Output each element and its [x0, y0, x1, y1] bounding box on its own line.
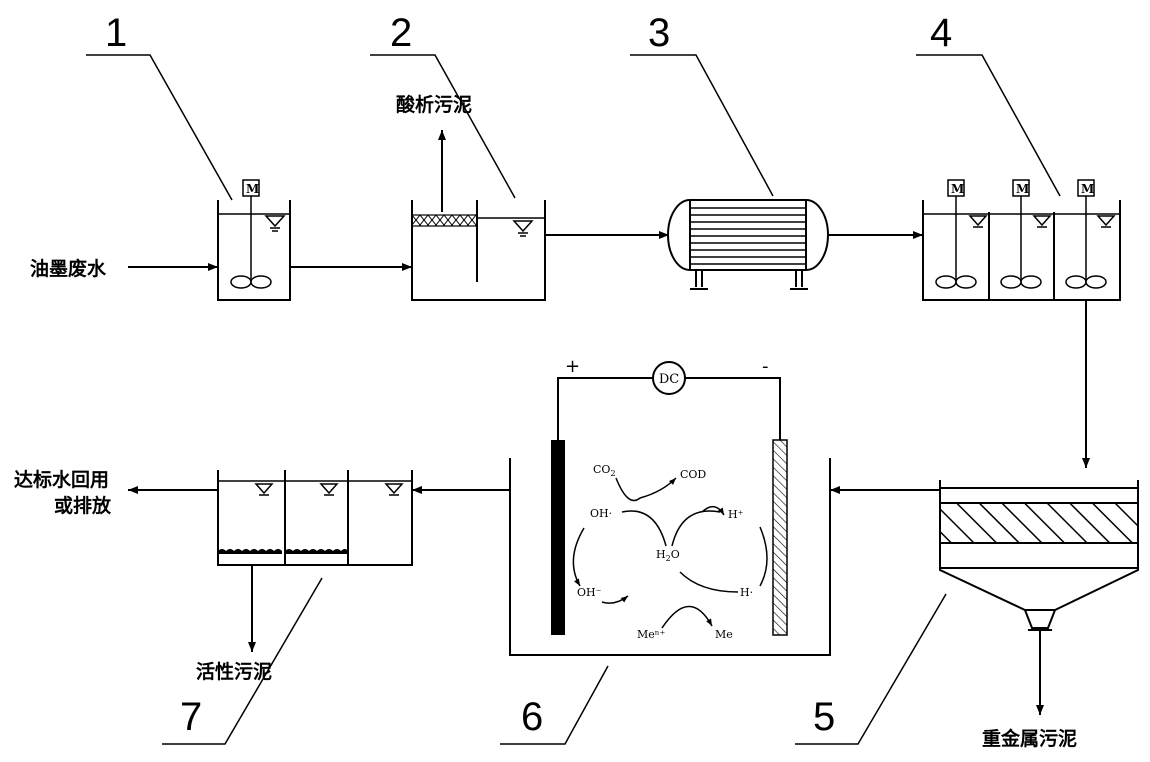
label-effluent-line1: 达标水回用	[14, 468, 109, 491]
curve-h2o-h	[679, 571, 739, 593]
unit-3-membrane-module	[667, 199, 829, 290]
curve-cathode-loop	[759, 526, 768, 587]
sludge-layer	[218, 549, 282, 554]
sludge-layer	[411, 214, 478, 227]
number-3: 3	[648, 11, 670, 55]
chem-oh-radical: OH·	[590, 507, 612, 520]
motor-3: M	[1065, 179, 1116, 289]
membrane-tubes	[690, 207, 806, 265]
label-acid-sludge: 酸析污泥	[396, 93, 472, 116]
chem-h-radical: H·	[740, 586, 753, 599]
flow-lines	[128, 130, 1090, 715]
svg-text:M: M	[1016, 182, 1029, 196]
unit-4-coagulation-tanks: M M M	[922, 179, 1121, 301]
label-activated-sludge: 活性污泥	[196, 660, 272, 683]
chem-co2: CO2	[593, 463, 616, 478]
label-effluent-line2: 或排放	[54, 494, 112, 517]
anode	[551, 440, 565, 635]
positive-terminal: +	[565, 356, 580, 377]
curve-oh-left	[621, 510, 667, 547]
label-heavy-metal-sludge: 重金属污泥	[982, 727, 1077, 750]
number-5: 5	[813, 695, 835, 739]
label-number-2: 2	[370, 11, 516, 199]
sludge-layer	[285, 549, 348, 554]
label-number-4: 4	[916, 11, 1061, 197]
unit-1-mixing-tank: M	[217, 179, 291, 301]
svg-text:M: M	[1081, 182, 1094, 196]
dc-label: DC	[659, 372, 679, 387]
curve-metal	[661, 605, 713, 629]
curve-co2	[615, 477, 641, 502]
cathode	[772, 439, 788, 636]
label-number-3: 3	[630, 11, 774, 197]
number-2: 2	[390, 11, 412, 55]
number-1: 1	[105, 11, 127, 55]
svg-text:M: M	[951, 182, 964, 196]
label-number-1: 1	[86, 11, 233, 201]
label-number-6: 6	[500, 665, 609, 745]
dc-power-icon	[652, 361, 686, 395]
number-6: 6	[521, 695, 543, 739]
label-influent: 油墨废水	[30, 257, 107, 280]
motor-2: M	[1000, 179, 1052, 289]
motor-label: M	[246, 182, 259, 196]
chem-h-plus: H⁺	[728, 508, 744, 521]
chem-oh-minus: OH⁻	[577, 586, 602, 599]
curve-anode-loop	[572, 527, 585, 587]
number-7: 7	[180, 695, 202, 739]
label-number-5: 5	[795, 593, 947, 745]
label-number-7: 7	[162, 577, 323, 745]
filter-media	[939, 502, 1139, 544]
motor-1: M	[935, 179, 988, 289]
chem-metal: Me	[715, 628, 733, 641]
unit-6-electrolytic-cell: DC + - CO2 COD OH· H⁺ H2O OH⁻ H· Meⁿ⁺ Me	[509, 356, 831, 656]
number-4: 4	[930, 11, 952, 55]
chem-metal-ion: Meⁿ⁺	[637, 628, 666, 641]
chem-cod: COD	[680, 468, 706, 481]
negative-terminal: -	[762, 356, 769, 377]
unit-5-filter-settler	[939, 480, 1139, 631]
unit-2-acid-tank	[411, 200, 546, 301]
unit-7-bio-tank	[217, 470, 413, 566]
chem-h2o: H2O	[656, 548, 680, 563]
curve-h-right	[671, 510, 721, 547]
